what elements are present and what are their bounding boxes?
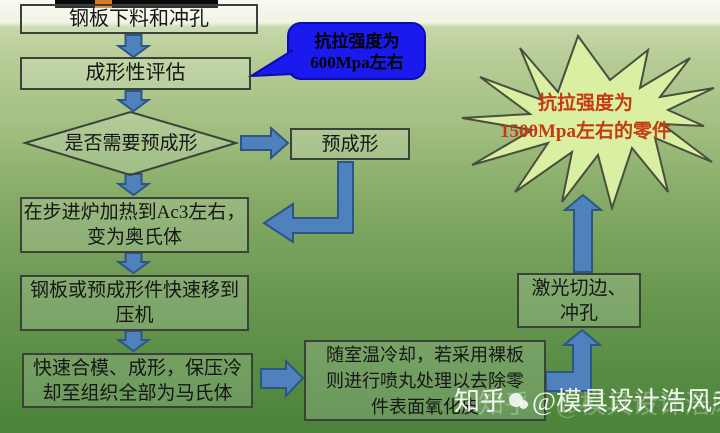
- arrow-up-laser-to-burst: [562, 193, 604, 273]
- arrow-down-evaluation-to-decision: [115, 90, 152, 113]
- node-cooling-shot-peening: 随室温冷却，若采用裸板 则进行喷丸处理以去除零 件表面氧化皮: [304, 340, 546, 421]
- arrow-right-decision-to-preforming: [240, 125, 290, 161]
- node-forming-quenching: 快速合模、成形，保压冷 却至组织全部为马氏体: [22, 353, 253, 408]
- callout-tail: [247, 49, 294, 78]
- node-transfer-to-press: 钢板或预成形件快速移到 压机: [20, 275, 249, 331]
- arrow-down-heating-to-transfer: [115, 252, 152, 275]
- callout-body: [287, 22, 426, 80]
- watermark-handle: @模具设计浩风老师: [532, 387, 720, 416]
- callout-text: 抗拉强度为 600Mpa左右: [310, 32, 404, 72]
- zhihu-logo-icon: [509, 391, 531, 413]
- arrow-elbow-cooling-to-laser: [545, 328, 603, 392]
- arrow-right-forming-to-cooling: [260, 358, 305, 399]
- node-blanking: 钢板下料和冲孔: [20, 4, 258, 34]
- node-decision-label: 是否需要预成形: [64, 133, 198, 154]
- node-furnace-heating: 在步进炉加热到Ac3左右， 变为奥氏体: [20, 197, 249, 253]
- watermark-source: 知乎: [454, 387, 507, 416]
- flow-arrows: [115, 34, 604, 399]
- arrow-down-decision-to-heating: [115, 173, 152, 197]
- node-laser-trimming: 激光切边、 冲孔: [517, 273, 641, 328]
- callout-bubble: [247, 22, 426, 80]
- decision-diamond-shape: [21, 110, 240, 177]
- arrow-down-blanking-to-evaluation: [115, 34, 152, 59]
- arrow-down-transfer-to-forming: [115, 330, 152, 353]
- node-preforming: 预成形: [290, 128, 410, 160]
- starburst-text: 抗拉强度为 1500Mpa左右的零件: [499, 93, 671, 142]
- starburst-shape: [461, 33, 715, 212]
- watermark: 知乎 @模具设计浩风老师: [454, 387, 720, 417]
- node-formability-evaluation: 成形性评估: [20, 57, 251, 90]
- arrow-elbow-preforming-to-heating: [262, 161, 354, 244]
